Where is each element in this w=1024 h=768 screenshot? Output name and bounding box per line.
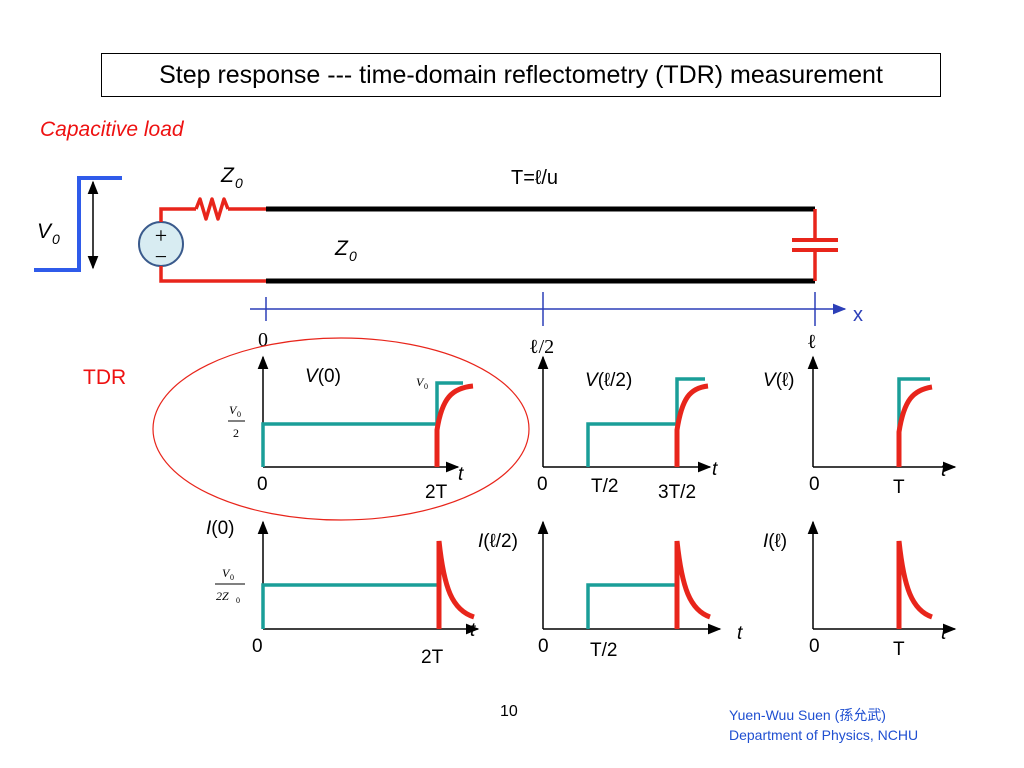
- page-number: 10: [500, 703, 518, 720]
- v0-label: V(0): [305, 366, 341, 387]
- axis-x-label: x: [853, 304, 863, 326]
- source-step-symbol: V 0: [34, 176, 122, 272]
- il-label: I(ℓ): [763, 531, 787, 552]
- vl-charging-curve: [896, 384, 933, 467]
- delay-label: T=ℓ/u: [511, 167, 558, 189]
- v0-y-mid-sub: 0: [237, 410, 241, 419]
- v0-y-top: V: [416, 375, 425, 389]
- i0-y-num: V: [222, 566, 231, 580]
- il-tick-t: T: [893, 639, 905, 660]
- line-impedance-sub: 0: [349, 248, 357, 264]
- il-origin: 0: [809, 636, 820, 657]
- v0-sub: 0: [52, 231, 60, 247]
- vhalf-label: V(ℓ/2): [585, 370, 632, 391]
- i0-tick-2t: 2T: [421, 647, 444, 668]
- vhalf-step-trace: [586, 377, 705, 467]
- vhalf-t-label: t: [712, 459, 718, 480]
- i0-label: I(0): [206, 518, 235, 539]
- v0-y-top-sub: 0: [424, 382, 428, 391]
- vhalf-origin: 0: [537, 474, 548, 495]
- vl-tick-t: T: [893, 477, 905, 498]
- circuit: + − Z 0 Z 0 T=ℓ/u: [138, 164, 838, 284]
- i0-y-num-sub: 0: [230, 573, 234, 582]
- i0-t-label: t: [470, 620, 476, 641]
- resistor-sub: 0: [235, 175, 243, 191]
- credit-block: Yuen-Wuu Suen (孫允武) Department of Physic…: [729, 705, 918, 746]
- source-plus: +: [155, 223, 167, 248]
- plot-vhalf: V(ℓ/2) 0 t T/2 3T/2: [537, 355, 718, 503]
- axis-tick-0: 0: [258, 329, 268, 351]
- credit-department: Department of Physics, NCHU: [729, 727, 919, 744]
- subtitle-capacitive-load: Capacitive load: [40, 118, 184, 141]
- vhalf-tick-t2: T/2: [591, 476, 618, 497]
- v0-y-mid-num: V: [229, 403, 238, 417]
- axis-tick-half: ℓ/2: [529, 336, 554, 358]
- plot-vl: V(ℓ) 0 t T: [763, 355, 957, 498]
- v0-origin: 0: [257, 474, 268, 495]
- ihalf-step-trace: [586, 583, 679, 629]
- v0-tick-2t: 2T: [425, 482, 448, 503]
- vhalf-tick-3t2: 3T/2: [658, 482, 696, 503]
- i0-charging-curve: [436, 540, 475, 629]
- position-axis: x 0 ℓ/2 ℓ: [250, 292, 863, 358]
- ihalf-t-label: t: [737, 623, 743, 644]
- slide-title: Step response --- time-domain reflectome…: [101, 53, 941, 97]
- source-minus: −: [155, 244, 167, 269]
- resistor-label: Z: [220, 164, 235, 187]
- ihalf-label: I(ℓ/2): [478, 531, 518, 552]
- plot-ihalf: I(ℓ/2) 0 t T/2: [478, 520, 743, 661]
- i0-step-trace: [261, 583, 441, 629]
- vl-origin: 0: [809, 474, 820, 495]
- ihalf-tick-t2: T/2: [590, 640, 617, 661]
- credit-author: Yuen-Wuu Suen (孫允武): [729, 707, 886, 723]
- vl-t-label: t: [941, 460, 947, 481]
- il-charging-curve: [896, 540, 933, 629]
- v0-charging-curve: [434, 383, 474, 467]
- vhalf-charging-curve: [674, 383, 709, 467]
- v0-step-trace: [261, 381, 463, 467]
- plot-il: I(ℓ) 0 t T: [763, 520, 957, 660]
- plot-v0: V(0) V 0 V 0 2 0 t 2T: [228, 355, 474, 503]
- i0-origin: 0: [252, 636, 263, 657]
- il-t-label: t: [941, 623, 947, 644]
- v0-label: V: [37, 220, 53, 243]
- capacitor-icon: [792, 209, 838, 281]
- ihalf-charging-curve: [674, 540, 711, 629]
- v0-t-label: t: [458, 464, 464, 485]
- resistor-icon: [194, 197, 230, 221]
- tdr-label: TDR: [83, 366, 127, 389]
- i0-y-den: 2Z: [216, 589, 229, 603]
- axis-tick-l: ℓ: [807, 331, 817, 353]
- v0-y-mid-den: 2: [233, 426, 239, 440]
- i0-y-den-sub: 0: [236, 596, 240, 605]
- plot-i0: I(0) V 0 2Z 0 0 t 2T: [206, 518, 480, 668]
- ihalf-origin: 0: [538, 636, 549, 657]
- line-impedance-label: Z: [334, 237, 349, 260]
- highlight-ellipse: [152, 337, 530, 521]
- vl-label: V(ℓ): [763, 370, 794, 391]
